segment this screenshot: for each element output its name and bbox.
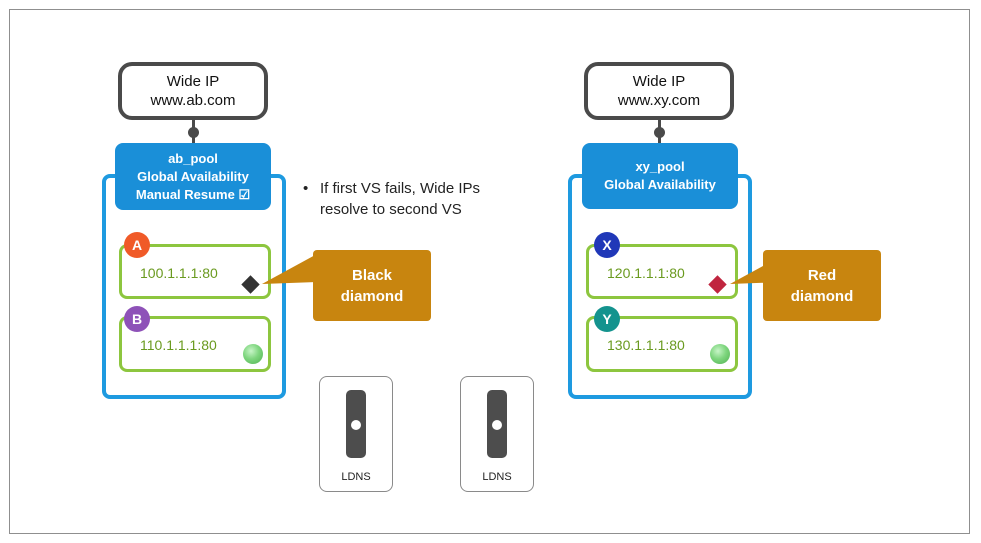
vs-ip-address: 110.1.1.1:80 [140,337,217,353]
ldns-label: LDNS [482,471,512,483]
green-circle-icon [710,344,730,364]
pool-name: ab_pool [168,150,218,166]
pool-name: xy_pool [635,159,685,174]
pool-method: Global Availability [137,168,249,184]
callout-line: Black [351,266,393,284]
black-diamond-icon [241,275,260,294]
wide-ip-connector-dot [188,127,199,138]
member-badge-b: B [124,306,150,332]
wide-ip-box-ab: Wide IP www.ab.com [118,62,268,120]
wide-ip-title: Wide IP [166,73,220,90]
pool-header-xy: xy_pool Global Availability [582,143,738,209]
member-badge-a: A [124,232,150,258]
callout-red-diamond: Red diamond [763,250,881,321]
ldns-server-2: LDNS [460,376,534,492]
member-badge-y: Y [594,306,620,332]
wide-ip-title: Wide IP [632,73,686,90]
ldns-server-1: LDNS [319,376,393,492]
server-slot [487,390,507,458]
wide-ip-domain: www.xy.com [617,92,701,109]
member-letter: A [131,237,143,253]
member-letter: B [131,311,143,327]
server-led [351,420,361,430]
callout-line: diamond [340,287,404,305]
bullet: • [303,180,309,197]
server-slot [346,390,366,458]
vs-ip-address: 120.1.1.1:80 [607,265,685,281]
callout-line: diamond [790,287,854,305]
server-led [492,420,502,430]
failover-note: • If first VS fails, Wide IPs resolve to… [303,178,481,220]
pool-header-ab: ab_pool Global Availability Manual Resum… [115,143,271,210]
member-letter: X [602,237,612,253]
callout-black-diamond: Black diamond [313,250,431,321]
member-badge-x: X [594,232,620,258]
ldns-label: LDNS [341,471,371,483]
vs-ip-address: 130.1.1.1:80 [607,337,685,353]
vs-ip-address: 100.1.1.1:80 [140,265,218,281]
red-diamond-icon [708,275,727,294]
pool-method: Global Availability [604,177,716,192]
wide-ip-box-xy: Wide IP www.xy.com [584,62,734,120]
callout-pointer-black [262,254,317,284]
wide-ip-domain: www.ab.com [150,92,236,109]
green-circle-icon [243,344,263,364]
callout-line: Red [807,266,837,284]
virtual-server-b: 110.1.1.1:80 [119,316,271,372]
wide-ip-connector-dot [654,127,665,138]
pool-option: Manual Resume ☑ [135,186,251,202]
note-line: If first VS fails, Wide IPs [320,180,481,197]
member-letter: Y [602,311,612,327]
note-line: resolve to second VS [320,201,462,218]
virtual-server-a: 100.1.1.1:80 [119,244,271,299]
